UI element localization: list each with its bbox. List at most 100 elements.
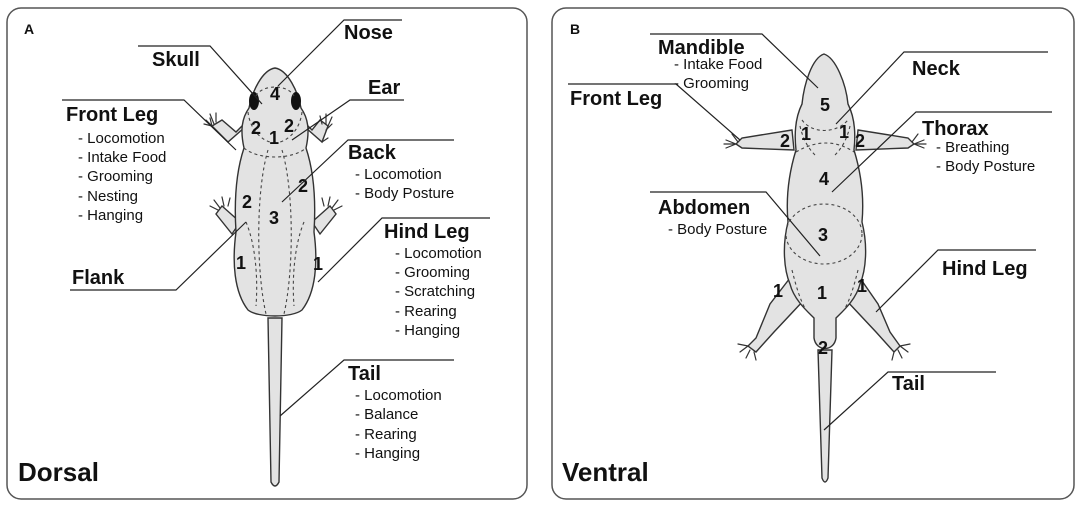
function-item: - Hanging (395, 322, 460, 339)
mouse-ventral-silhouette (723, 53, 927, 483)
dorsal-zone-neck (243, 147, 307, 158)
function-item: - Locomotion (355, 166, 442, 183)
ventral-hind-claws-left (737, 343, 757, 361)
panel-dorsal: A 4 (6, 7, 528, 500)
function-item: - Scratching (395, 283, 475, 300)
label-ear: Ear (368, 77, 400, 99)
dorsal-zone-number: 1 (236, 253, 246, 273)
function-item: - Body Posture (668, 221, 767, 238)
ventral-arm-right (855, 129, 916, 151)
function-item: - Balance (355, 406, 418, 423)
label-hind-leg-b: Hind Leg (942, 258, 1028, 280)
function-item: - Intake Food (674, 56, 762, 73)
leader-tail-b (823, 371, 996, 431)
dorsal-hind-claws-left (209, 196, 231, 211)
function-item: - Breathing (936, 139, 1009, 156)
dorsal-zone-number: 2 (251, 118, 261, 138)
ventral-arm-left (734, 129, 795, 151)
ventral-zone-number: 4 (819, 169, 829, 189)
leader-flank (70, 221, 247, 291)
ventral-tail (817, 349, 833, 483)
function-item: - Rearing (395, 303, 457, 320)
ventral-zone-number: 2 (780, 131, 790, 151)
dorsal-zone-number: 3 (269, 208, 279, 228)
label-front-leg-b: Front Leg (570, 88, 662, 110)
leader-tail (279, 359, 454, 417)
leader-skull (138, 45, 263, 105)
leader-front-leg-b (568, 83, 741, 141)
function-item: - Body Posture (355, 185, 454, 202)
dorsal-zone-flank (245, 221, 305, 307)
dorsal-zone-number: 2 (284, 116, 294, 136)
ventral-zone-number: 3 (818, 225, 828, 245)
leader-nose (277, 19, 402, 87)
ventral-zone-number: 5 (820, 95, 830, 115)
dorsal-ear-left (249, 92, 259, 110)
dorsal-front-claws-left (203, 112, 217, 127)
dorsal-zone-number: 2 (242, 192, 252, 212)
function-item: - Locomotion (395, 245, 482, 262)
ventral-zone-neck (799, 125, 851, 157)
ventral-zone-number: 2 (855, 131, 865, 151)
ventral-front-claws-left (723, 133, 739, 149)
label-front-leg: Front Leg (66, 104, 158, 126)
function-item: - Grooming (78, 168, 153, 185)
leader-abdomen (650, 191, 821, 257)
label-tail: Tail (348, 363, 381, 385)
label-tail-b: Tail (892, 373, 925, 395)
function-item: - Body Posture (936, 158, 1035, 175)
leader-front-leg (62, 99, 237, 151)
label-abdomen: Abdomen (658, 197, 750, 219)
function-item: - Grooming (674, 75, 749, 92)
leader-mandible (650, 33, 819, 89)
leader-back (281, 139, 454, 203)
function-item: - Nesting (78, 188, 138, 205)
view-title-ventral: Ventral (562, 457, 649, 487)
ventral-zone-thorax (795, 142, 855, 153)
mouse-dorsal-silhouette (203, 67, 343, 487)
function-item: - Grooming (395, 264, 470, 281)
ventral-zone-mandible (801, 119, 849, 132)
dorsal-zone-number: 1 (269, 128, 279, 148)
dorsal-ear-right (291, 92, 301, 110)
label-back: Back (348, 142, 397, 164)
function-item: - Hanging (78, 207, 143, 224)
panel-ventral: B 5 2 1 1 2 4 (551, 7, 1075, 500)
label-thorax: Thorax (922, 118, 989, 140)
leader-neck (835, 51, 1048, 125)
ventral-zone-number: 1 (857, 276, 867, 296)
dorsal-hind-claws-right (321, 196, 343, 211)
label-neck: Neck (912, 58, 961, 80)
dorsal-front-claws-right (319, 113, 333, 143)
ventral-zone-abdomen (785, 203, 863, 265)
label-skull: Skull (152, 49, 200, 71)
leader-hind-leg-b (875, 249, 1036, 313)
ventral-zone-number: 1 (773, 281, 783, 301)
view-title-dorsal: Dorsal (18, 457, 99, 487)
label-nose: Nose (344, 22, 393, 44)
function-item: - Rearing (355, 426, 417, 443)
ventral-hind-claws-right (891, 343, 911, 361)
leader-thorax (831, 111, 1052, 193)
ventral-zone-number: 1 (839, 122, 849, 142)
ventral-front-claws-right (911, 133, 927, 149)
panel-letter-b: B (570, 21, 580, 37)
leader-hind-leg (317, 217, 490, 283)
function-item: - Intake Food (78, 149, 166, 166)
function-item: - Locomotion (355, 387, 442, 404)
ventral-zone-number: 1 (817, 283, 827, 303)
panel-letter-a: A (24, 21, 34, 37)
dorsal-zone-number: 4 (270, 84, 280, 104)
dorsal-zone-number: 1 (313, 254, 323, 274)
function-item: - Locomotion (78, 130, 165, 147)
label-hind-leg: Hind Leg (384, 221, 470, 243)
dorsal-hind-foot-left (215, 204, 241, 236)
label-mandible: Mandible (658, 37, 745, 59)
leader-ear (291, 99, 404, 141)
dorsal-zone-number: 2 (298, 176, 308, 196)
ventral-body (783, 53, 867, 350)
dorsal-tail (267, 317, 283, 487)
label-flank: Flank (72, 267, 125, 289)
